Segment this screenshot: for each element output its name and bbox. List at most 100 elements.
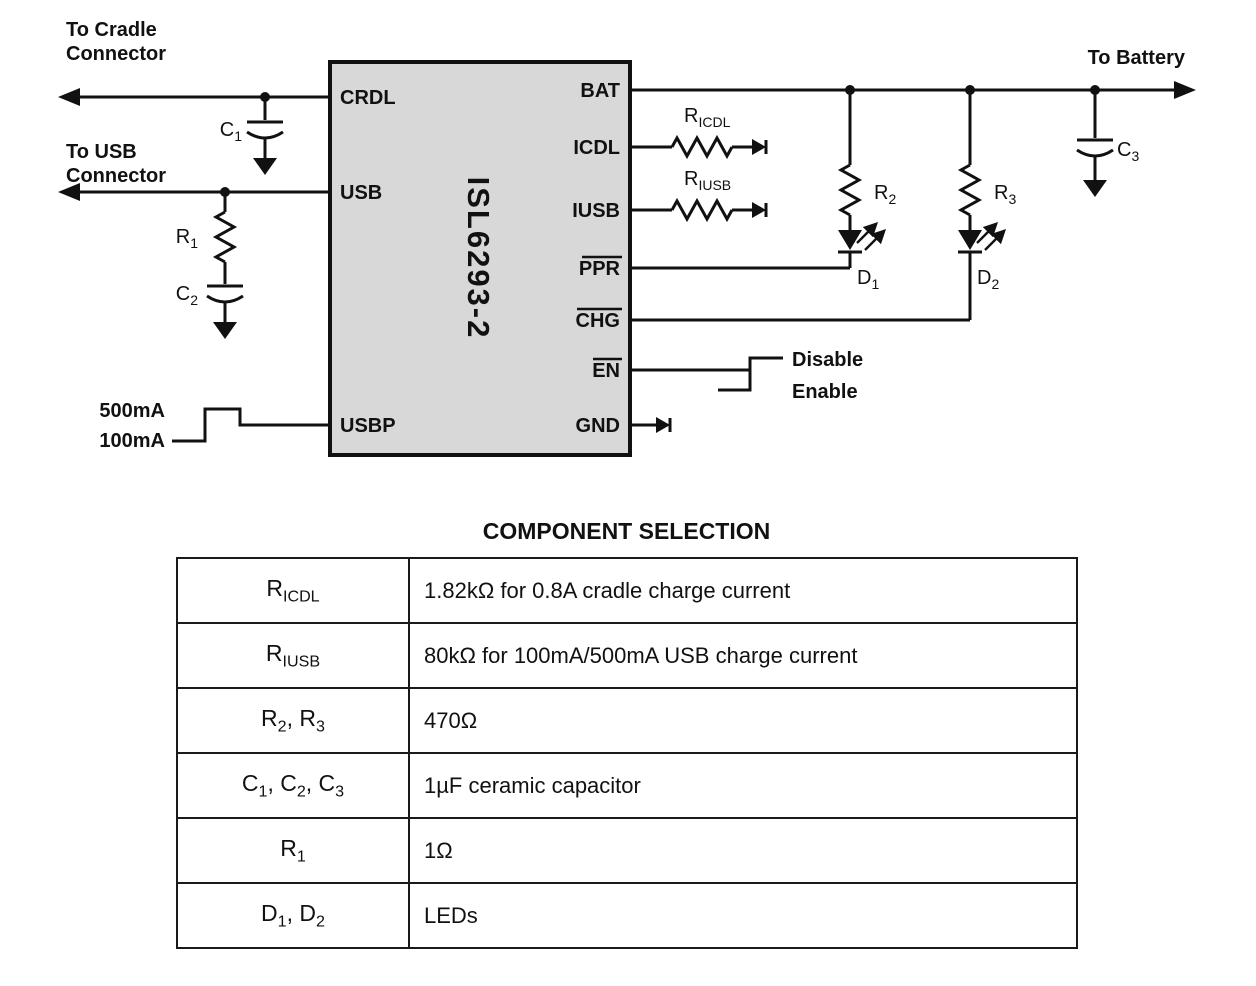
c3-base: C [1117, 139, 1131, 161]
c1-sub: 1 [234, 128, 242, 144]
c2-label: C2 [176, 283, 198, 308]
table-row: D1, D2 LEDs [176, 882, 1078, 949]
label-sub: 1 [277, 912, 287, 931]
label-sub: 2 [277, 717, 287, 736]
pin-label-ppr: PPR [579, 258, 621, 280]
led-emission-arrow-icon [864, 228, 887, 251]
ricdl-resistor [670, 134, 734, 160]
battery-net [630, 81, 1196, 197]
d2-sub: 2 [991, 276, 999, 292]
c2-sub: 2 [190, 292, 198, 308]
r1-resistor [212, 210, 238, 264]
ricdl-net [630, 134, 768, 160]
c3-capacitor-curve [1076, 148, 1114, 158]
usbp-net [172, 407, 330, 443]
ic-block: ISL6293-2 [328, 60, 632, 457]
ic-name: ISL6293-2 [461, 177, 496, 340]
c1-label: C1 [220, 119, 242, 144]
riusb-net [630, 197, 768, 223]
component-label: R1 [280, 834, 306, 866]
table-row: C1, C2, C3 1µF ceramic capacitor [176, 752, 1078, 819]
riusb-base: R [684, 168, 698, 190]
usbp-high-label: 500mA [99, 400, 165, 422]
riusb-label: RIUSB [684, 168, 731, 193]
r2-d1-branch [630, 90, 887, 270]
gnd-net [630, 417, 672, 433]
r2-sub: 2 [888, 191, 896, 207]
value-cell: 1.82kΩ for 0.8A cradle charge current [408, 557, 1078, 624]
label-sub: 2 [316, 912, 325, 931]
r2-base: R [874, 182, 888, 204]
value-text: 1Ω [424, 837, 453, 863]
table-row: R2, R3 470Ω [176, 687, 1078, 754]
c1-base: C [220, 119, 234, 141]
component-label: R2, R3 [261, 704, 325, 736]
component-label: RIUSB [265, 639, 320, 671]
r3-base: R [994, 182, 1008, 204]
label-sub: 3 [316, 717, 325, 736]
pin-label-usb: USB [340, 182, 382, 204]
ricdl-sub: ICDL [698, 114, 730, 130]
component-cell: R2, R3 [176, 687, 410, 754]
ic-body [328, 60, 632, 457]
label-part: , R [286, 704, 316, 731]
label-part: , C [267, 769, 297, 796]
label-part: R [266, 574, 283, 601]
value-text: 470Ω [424, 707, 478, 733]
pin-label-crdl: CRDL [340, 87, 396, 109]
led-emission-arrow-icon [856, 221, 879, 244]
r3-sub: 3 [1008, 191, 1016, 207]
d1-base: D [857, 267, 871, 289]
value-text: 80kΩ for 100mA/500mA USB charge current [424, 642, 858, 668]
en-net [630, 356, 783, 392]
usb-net [58, 183, 330, 339]
ricdl-label: RICDL [684, 105, 731, 130]
label-sub: ICDL [282, 587, 320, 606]
component-label: RICDL [266, 574, 319, 606]
label-part: , C [305, 769, 336, 796]
cradle-net [58, 88, 330, 175]
label-part: R [265, 639, 283, 666]
label-part: D [261, 899, 278, 926]
to-usb-label-line2: Connector [66, 165, 166, 187]
riusb-resistor [670, 197, 734, 223]
component-selection-table: RICDL 1.82kΩ for 0.8A cradle charge curr… [176, 557, 1078, 949]
component-label: D1, D2 [261, 899, 325, 931]
d2-label: D2 [977, 267, 999, 292]
value-cell: 1µF ceramic capacitor [408, 752, 1078, 819]
component-cell: RIUSB [176, 622, 410, 689]
label-part: , D [286, 899, 316, 926]
pin-label-iusb: IUSB [572, 200, 620, 222]
pin-label-en: EN [592, 360, 620, 382]
pin-label-gnd: GND [576, 415, 620, 437]
value-cell: 470Ω [408, 687, 1078, 754]
led-emission-arrow-icon [976, 221, 999, 244]
table-title: COMPONENT SELECTION [482, 518, 771, 544]
led-emission-arrow-icon [984, 228, 1007, 251]
left-arrow-usb-icon [58, 183, 80, 201]
value-text: 1.82kΩ for 0.8A cradle charge current [424, 577, 791, 603]
component-label: C1, C2, C3 [242, 769, 344, 801]
value-cell: LEDs [408, 882, 1078, 949]
r1-sub: 1 [190, 235, 198, 251]
d1-sub: 1 [871, 276, 879, 292]
component-cell: C1, C2, C3 [176, 752, 410, 819]
table-row: RIUSB 80kΩ for 100mA/500mA USB charge cu… [176, 622, 1078, 689]
label-sub: 3 [335, 782, 345, 801]
r2-resistor [837, 163, 863, 217]
label-sub: 2 [296, 782, 306, 801]
en-high-label: Disable [792, 349, 863, 371]
terminal-arrow-icon [752, 202, 766, 218]
terminal-arrow-icon [656, 417, 670, 433]
r3-label: R3 [994, 182, 1016, 207]
r3-resistor [957, 163, 983, 217]
ground-arrow-icon [213, 322, 237, 339]
to-cradle-label-line2: Connector [66, 43, 166, 65]
usbp-low-label: 100mA [99, 430, 165, 452]
label-part: R [261, 704, 278, 731]
to-usb-label-line1: To USB [66, 141, 137, 163]
c3-label: C3 [1117, 139, 1139, 164]
pin-label-bat: BAT [580, 80, 620, 102]
label-part: R [280, 834, 297, 861]
value-cell: 1Ω [408, 817, 1078, 884]
